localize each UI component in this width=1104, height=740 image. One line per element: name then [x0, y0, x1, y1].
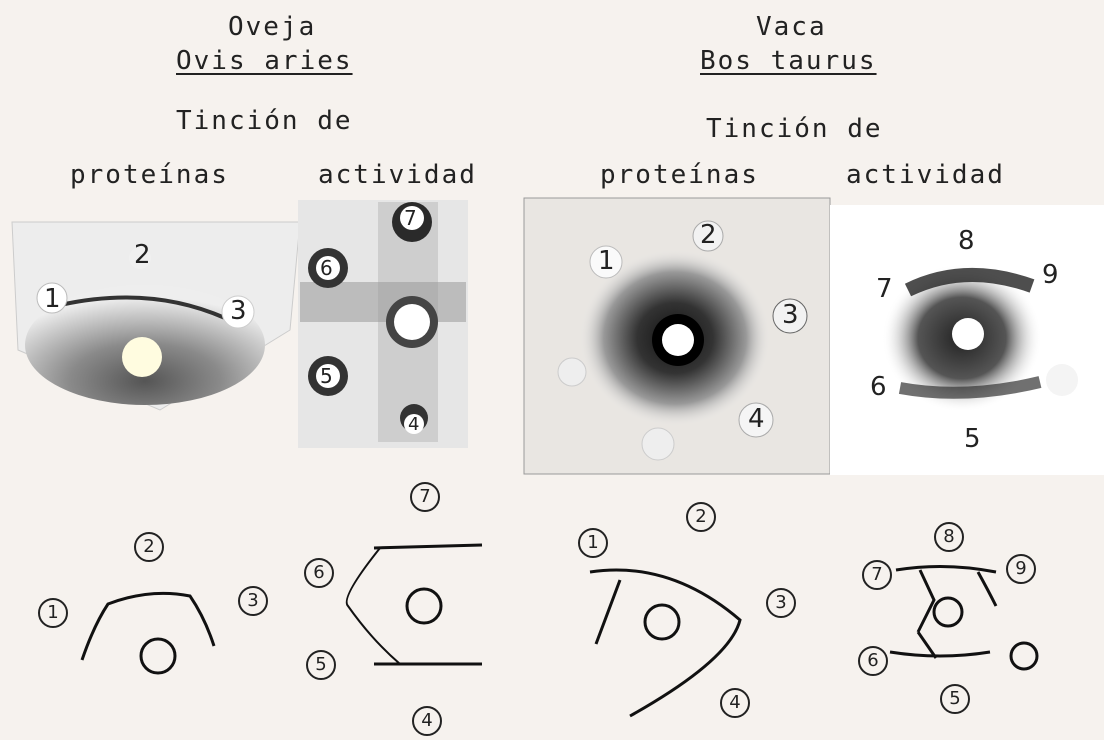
- cow-protein-diagram-label: 4: [720, 688, 750, 718]
- sheep-activity-diagram-label: 7: [410, 482, 440, 512]
- cow-activity-diagram-label: 6: [858, 646, 888, 676]
- cow-activity-diagram-label: 9: [1006, 554, 1036, 584]
- cow-activity-diagram-label: 7: [862, 560, 892, 590]
- cow-protein-diagram-label: 2: [686, 502, 716, 532]
- cow-protein-diagram-label: 1: [578, 528, 608, 558]
- cow-activity-diagram-label: 5: [940, 684, 970, 714]
- sheep-protein-diagram-label: 3: [238, 586, 268, 616]
- sheep-activity-diagram-label: 4: [412, 706, 442, 736]
- cow-activity-diagram-label: 8: [934, 522, 964, 552]
- sheep-protein-diagram-label: 1: [38, 598, 68, 628]
- sheep-protein-diagram-label: 2: [134, 532, 164, 562]
- sheep-activity-diagram-label: 5: [306, 650, 336, 680]
- cow-protein-diagram-label: 3: [766, 588, 796, 618]
- sheep-activity-diagram-label: 6: [304, 558, 334, 588]
